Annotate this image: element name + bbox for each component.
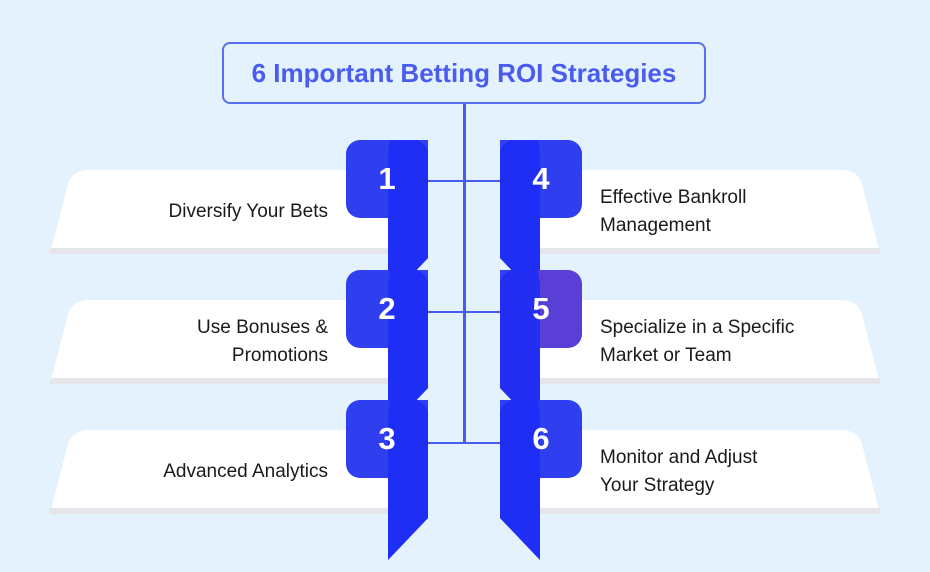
badge-shape xyxy=(346,140,428,300)
number-badge-2: 2 xyxy=(346,270,428,430)
number-badge-3: 3 xyxy=(346,400,428,560)
strategy-card-5: Specialize in a Specific Market or Team xyxy=(540,300,880,384)
strategy-label-6: Monitor and Adjust Your Strategy xyxy=(600,447,758,496)
strategy-label-5: Specialize in a Specific Market or Team xyxy=(600,317,795,366)
badge-number-6: 6 xyxy=(532,421,550,456)
badge-number-1: 1 xyxy=(378,161,396,196)
badge-number-2: 2 xyxy=(378,291,396,326)
page-title: 6 Important Betting ROI Strategies xyxy=(222,42,706,104)
strategy-card-1: Diversify Your Bets xyxy=(50,170,390,254)
badge-number-4: 4 xyxy=(532,161,550,196)
strategy-label-2: Use Bonuses & Promotions xyxy=(197,317,328,366)
strategy-card-3: Advanced Analytics xyxy=(50,430,390,514)
strategy-card-4: Effective Bankroll Management xyxy=(540,170,880,254)
badge-shape xyxy=(346,400,428,560)
badge-number-5: 5 xyxy=(532,291,550,326)
connector-branch-2 xyxy=(425,311,465,313)
connector-trunk xyxy=(463,104,466,444)
connector-branch-5 xyxy=(464,311,504,313)
connector-branch-6 xyxy=(464,442,504,444)
card-shape xyxy=(50,170,390,254)
connector-branch-4 xyxy=(464,180,504,182)
strategy-label-1: Diversify Your Bets xyxy=(168,201,328,222)
strategy-label-4: Effective Bankroll Management xyxy=(600,187,747,236)
card-shape xyxy=(540,430,880,514)
card-shape xyxy=(540,300,880,384)
badge-shape xyxy=(346,270,428,430)
strategy-card-2: Use Bonuses & Promotions xyxy=(50,300,390,384)
card-shape xyxy=(50,430,390,514)
card-shape xyxy=(540,170,880,254)
number-badge-6: 6 xyxy=(500,400,582,560)
strategy-label-3: Advanced Analytics xyxy=(163,461,328,482)
number-badge-1: 1 xyxy=(346,140,428,300)
badge-shape xyxy=(500,400,582,560)
connector-branch-1 xyxy=(425,180,465,182)
card-shape xyxy=(50,300,390,384)
strategy-card-6: Monitor and Adjust Your Strategy xyxy=(540,430,880,514)
badge-number-3: 3 xyxy=(378,421,396,456)
connector-branch-3 xyxy=(425,442,465,444)
